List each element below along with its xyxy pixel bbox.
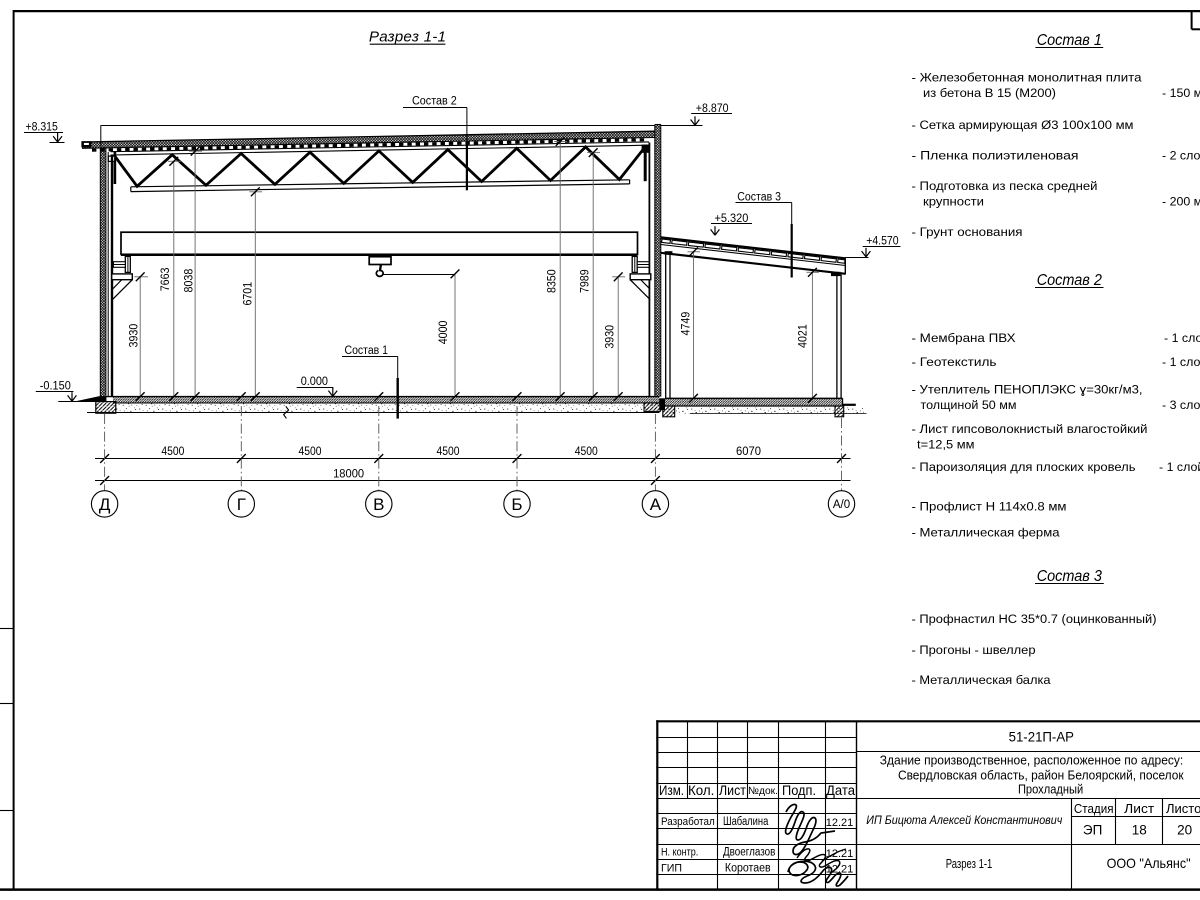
- svg-text:4500: 4500: [575, 444, 598, 458]
- svg-text:№док.: №док.: [748, 785, 778, 797]
- svg-text:6701: 6701: [240, 282, 254, 306]
- svg-text:- 3 слоя: - 3 слоя: [1162, 398, 1200, 412]
- svg-text:- Прогоны - швеллер: - Прогоны - швеллер: [912, 643, 1036, 657]
- svg-text:20: 20: [1177, 823, 1192, 838]
- svg-text:- Утеплитель ПЕНОПЛЭКС ɣ=30кг/: - Утеплитель ПЕНОПЛЭКС ɣ=30кг/м3,: [912, 383, 1143, 397]
- svg-text:Б: Б: [511, 495, 522, 514]
- svg-text:Кол.: Кол.: [688, 783, 714, 798]
- svg-text:12.21: 12.21: [826, 817, 854, 829]
- svg-text:из бетона В 15 (М200): из бетона В 15 (М200): [923, 86, 1056, 100]
- svg-text:Состав 3: Состав 3: [737, 192, 781, 204]
- svg-text:Состав 1: Состав 1: [1037, 32, 1102, 49]
- svg-text:- 150 мм: - 150 мм: [1162, 86, 1200, 100]
- svg-text:4500: 4500: [437, 444, 460, 458]
- svg-text:+8.870: +8.870: [696, 101, 729, 115]
- svg-text:4021: 4021: [796, 324, 810, 348]
- svg-text:- Сетка армирующая Ø3 100х100: - Сетка армирующая Ø3 100х100 мм: [912, 118, 1134, 132]
- svg-text:- Металлическая балка: - Металлическая балка: [912, 673, 1051, 687]
- svg-text:18: 18: [1132, 823, 1147, 838]
- svg-text:+4.570: +4.570: [866, 233, 898, 247]
- svg-text:6070: 6070: [736, 444, 761, 458]
- svg-text:ЭП: ЭП: [1083, 823, 1102, 838]
- svg-text:Состав 3: Состав 3: [1037, 568, 1103, 585]
- svg-text:ГИП: ГИП: [661, 862, 682, 874]
- svg-text:+8.315: +8.315: [26, 120, 58, 134]
- svg-text:Состав 2: Состав 2: [412, 96, 457, 108]
- svg-text:- Геотекстиль: - Геотекстиль: [912, 355, 997, 369]
- svg-text:- Лист гипсоволокнистый влагос: - Лист гипсоволокнистый влагостойкий: [912, 422, 1148, 436]
- svg-text:Разработал: Разработал: [661, 816, 715, 828]
- svg-text:А/0: А/0: [833, 499, 850, 511]
- svg-text:Разрез 1-1: Разрез 1-1: [946, 857, 993, 871]
- svg-text:крупности: крупности: [923, 195, 984, 209]
- svg-text:ООО "Альянс": ООО "Альянс": [1107, 855, 1191, 871]
- svg-text:Листов: Листов: [1166, 801, 1200, 816]
- svg-text:8038: 8038: [182, 268, 196, 292]
- svg-text:- Грунт основания: - Грунт основания: [912, 225, 1023, 239]
- svg-text:4500: 4500: [299, 444, 322, 458]
- svg-text:- 200 мм: - 200 мм: [1162, 195, 1200, 209]
- svg-text:Подп.: Подп.: [782, 783, 816, 798]
- svg-text:- 1 слой: - 1 слой: [1162, 355, 1200, 369]
- svg-text:Шабалина: Шабалина: [723, 816, 769, 828]
- svg-text:ИП Бицюта Алексей Константинов: ИП Бицюта Алексей Константинович: [866, 813, 1062, 827]
- svg-text:-0.150: -0.150: [40, 379, 71, 393]
- svg-text:Состав 1: Состав 1: [345, 345, 389, 357]
- svg-text:Д: Д: [99, 495, 111, 514]
- svg-text:4000: 4000: [436, 320, 450, 344]
- svg-text:4749: 4749: [678, 311, 692, 335]
- svg-text:3930: 3930: [126, 323, 140, 347]
- svg-text:7989: 7989: [578, 269, 592, 293]
- svg-text:А: А: [650, 495, 662, 514]
- svg-text:Состав 2: Состав 2: [1037, 272, 1103, 289]
- svg-text:толщиной 50 мм: толщиной 50 мм: [921, 398, 1017, 412]
- svg-text:Изм.: Изм.: [659, 783, 684, 798]
- svg-text:Стадия: Стадия: [1074, 801, 1114, 816]
- svg-text:8350: 8350: [545, 269, 559, 293]
- svg-text:Свердловская область, район Бе: Свердловская область, район Белоярский, …: [898, 769, 1184, 783]
- svg-text:- Пленка полиэтиленовая: - Пленка полиэтиленовая: [912, 149, 1079, 163]
- svg-text:Двоеглазов: Двоеглазов: [723, 847, 775, 859]
- svg-text:Дата: Дата: [826, 783, 855, 798]
- svg-text:- Профнастил НС 35*0.7 (оцинко: - Профнастил НС 35*0.7 (оцинкованный): [912, 612, 1157, 626]
- svg-text:Н. контр.: Н. контр.: [661, 846, 698, 858]
- svg-text:- Профлист Н 114х0.8 мм: - Профлист Н 114х0.8 мм: [912, 500, 1067, 514]
- svg-text:t=12,5 мм: t=12,5 мм: [917, 438, 975, 452]
- svg-text:Здание производственное, распо: Здание производственное, расположенное п…: [880, 753, 1184, 767]
- svg-text:12.21: 12.21: [826, 848, 854, 860]
- svg-text:- Пароизоляция для плоских кро: - Пароизоляция для плоских кровель: [912, 460, 1136, 474]
- svg-text:- Металлическая ферма: - Металлическая ферма: [912, 526, 1060, 540]
- svg-text:Лист: Лист: [1124, 801, 1154, 816]
- svg-text:+5.320: +5.320: [715, 211, 749, 225]
- svg-text:4500: 4500: [161, 444, 184, 458]
- svg-text:Коротаев: Коротаев: [725, 863, 771, 875]
- svg-text:- Подготовка из песка средней: - Подготовка из песка средней: [912, 179, 1098, 193]
- svg-text:7663: 7663: [158, 267, 172, 291]
- svg-text:0.000: 0.000: [301, 374, 328, 388]
- svg-text:В: В: [373, 495, 384, 514]
- svg-text:Прохладный: Прохладный: [1018, 783, 1083, 797]
- svg-text:3930: 3930: [603, 325, 617, 349]
- svg-text:Лист: Лист: [719, 783, 746, 798]
- svg-text:- 1 слой: - 1 слой: [1164, 331, 1200, 345]
- svg-text:51-21П-АР: 51-21П-АР: [1009, 729, 1074, 744]
- svg-text:- Мембрана ПВХ: - Мембрана ПВХ: [912, 331, 1016, 345]
- svg-text:- 2 слоя: - 2 слоя: [1162, 149, 1200, 163]
- svg-text:Разрез 1-1: Разрез 1-1: [369, 28, 446, 45]
- svg-text:- 1 слой: - 1 слой: [1159, 460, 1200, 474]
- svg-text:18000: 18000: [333, 466, 364, 480]
- svg-text:- Железобетонная монолитная п: - Железобетонная монолитная плита: [912, 71, 1142, 85]
- svg-text:Г: Г: [237, 495, 246, 514]
